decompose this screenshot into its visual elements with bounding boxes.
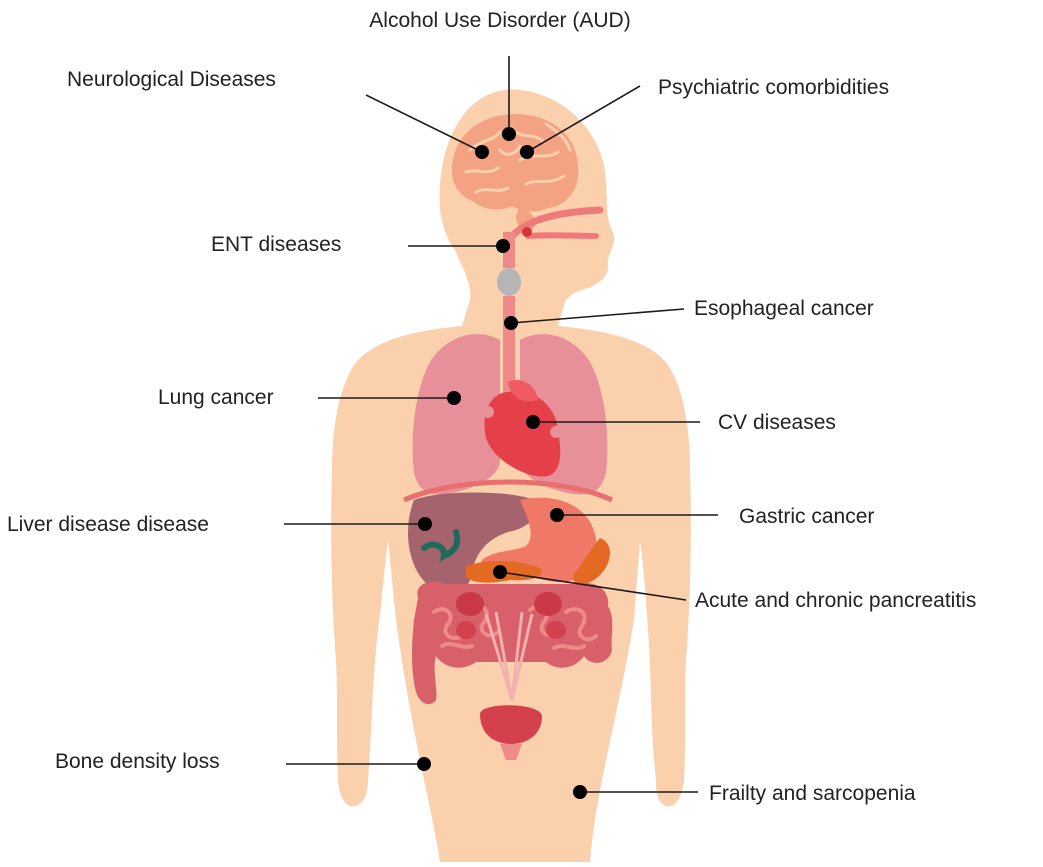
label-ent: ENT diseases — [211, 233, 341, 256]
label-aud: Alcohol Use Disorder (AUD) — [369, 9, 630, 32]
label-neurological: Neurological Diseases — [67, 68, 276, 91]
dot-psychiatric — [520, 145, 534, 159]
label-bone: Bone density loss — [55, 750, 220, 773]
dot-bone — [417, 757, 431, 771]
label-esophageal: Esophageal cancer — [694, 297, 874, 320]
dot-pancreatitis — [493, 565, 507, 579]
larynx — [497, 268, 521, 296]
dot-cv — [526, 415, 540, 429]
dot-frailty — [573, 785, 587, 799]
label-frailty: Frailty and sarcopenia — [709, 782, 916, 805]
dot-ent — [496, 239, 510, 253]
dot-lung — [447, 391, 461, 405]
dot-liver — [418, 517, 432, 531]
label-gastric: Gastric cancer — [739, 505, 874, 528]
dot-gastric — [550, 508, 564, 522]
label-psychiatric: Psychiatric comorbidities — [658, 76, 889, 99]
label-pancreatitis: Acute and chronic pancreatitis — [695, 589, 976, 612]
dot-esophageal — [504, 316, 518, 330]
label-lung: Lung cancer — [158, 386, 274, 409]
dot-neurological — [475, 145, 489, 159]
label-cv: CV diseases — [718, 411, 836, 434]
dot-aud — [502, 127, 516, 141]
label-liver: Liver disease disease — [7, 513, 209, 536]
